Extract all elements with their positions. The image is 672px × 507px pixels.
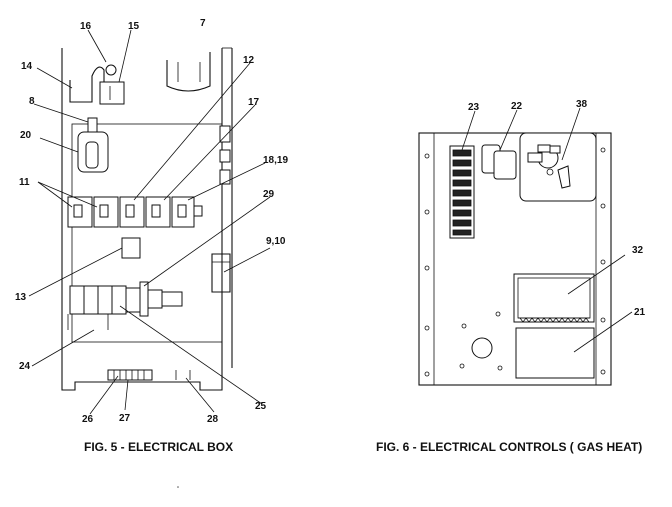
fig5-part-13-block	[121, 237, 141, 259]
fig6-callout-22: 22	[511, 101, 523, 112]
stray-dot	[177, 486, 179, 488]
fig6-part-32-control-board	[513, 273, 595, 323]
fig5-callout-20: 20	[20, 130, 32, 141]
fig5-part-14-bracket	[69, 66, 105, 103]
fig6-callout-21: 21	[634, 307, 646, 318]
fig5-callout-27: 27	[119, 413, 131, 424]
fig6-caption: FIG. 6 - ELECTRICAL CONTROLS ( GAS HEAT)	[376, 440, 642, 454]
fig6-callout-23: 23	[468, 102, 480, 113]
fig5-callout-26: 26	[82, 414, 94, 425]
fig5-callout-12: 12	[243, 55, 255, 66]
fig5-terminal-strip	[67, 281, 183, 330]
fig6-part-21-transformer	[515, 327, 595, 379]
fig6-callout-38: 38	[576, 99, 588, 110]
fig5-callout-28: 28	[207, 414, 219, 425]
fig5-electrical-box: 16 15 7 14 12 8 17 20 18,19 11 29 9,10 1…	[15, 18, 288, 454]
fig5-part-9-10-block	[211, 253, 231, 293]
fig6-part-38-ignition-control	[519, 132, 597, 202]
fig5-part-7-plug	[166, 52, 211, 92]
fig5-part-29-post	[139, 281, 149, 317]
fig5-mounting-panel	[71, 123, 223, 343]
fig5-box-outline	[61, 48, 223, 391]
fig5-callout-29: 29	[263, 189, 275, 200]
fig6-leader-lines	[461, 107, 633, 353]
fig6-part-22-relay	[481, 144, 517, 180]
fig5-callout-7: 7	[200, 18, 206, 29]
fig5-part-15-block	[99, 81, 125, 105]
fig6-mounting-holes	[424, 147, 606, 377]
fig5-caption: FIG. 5 - ELECTRICAL BOX	[84, 440, 233, 454]
fig5-leader-lines	[28, 29, 271, 415]
fig5-callout-9-10: 9,10	[266, 236, 286, 247]
fig5-callout-25: 25	[255, 401, 267, 412]
fig5-callout-13: 13	[15, 292, 27, 303]
fig5-callout-18-19: 18,19	[263, 155, 288, 166]
fig5-part-8-post	[87, 117, 98, 133]
fig5-terminal-row	[67, 196, 203, 228]
fig5-part-26-bar	[107, 369, 153, 381]
fig5-callout-11: 11	[19, 177, 30, 188]
fig5-callout-14: 14	[21, 61, 33, 72]
fig6-electrical-controls: 23 22 38 32 21 FIG. 6 - ELECTRICAL CONTR…	[376, 99, 646, 454]
fig5-callout-8: 8	[29, 96, 35, 107]
fig6-panel-outline	[418, 132, 612, 386]
fig5-part-17-clip	[219, 125, 231, 143]
fig5-callout-24: 24	[19, 361, 31, 372]
fig5-callout-17: 17	[248, 97, 260, 108]
fig6-knockout-hole	[471, 337, 493, 359]
fig6-part-23-terminal-strip	[449, 145, 475, 239]
fig5-callout-15: 15	[128, 21, 140, 32]
fig5-part-28-clip	[175, 370, 191, 380]
fig6-callout-32: 32	[632, 245, 644, 256]
fig5-callout-16: 16	[80, 21, 92, 32]
fig5-part-16-screw	[105, 64, 117, 76]
